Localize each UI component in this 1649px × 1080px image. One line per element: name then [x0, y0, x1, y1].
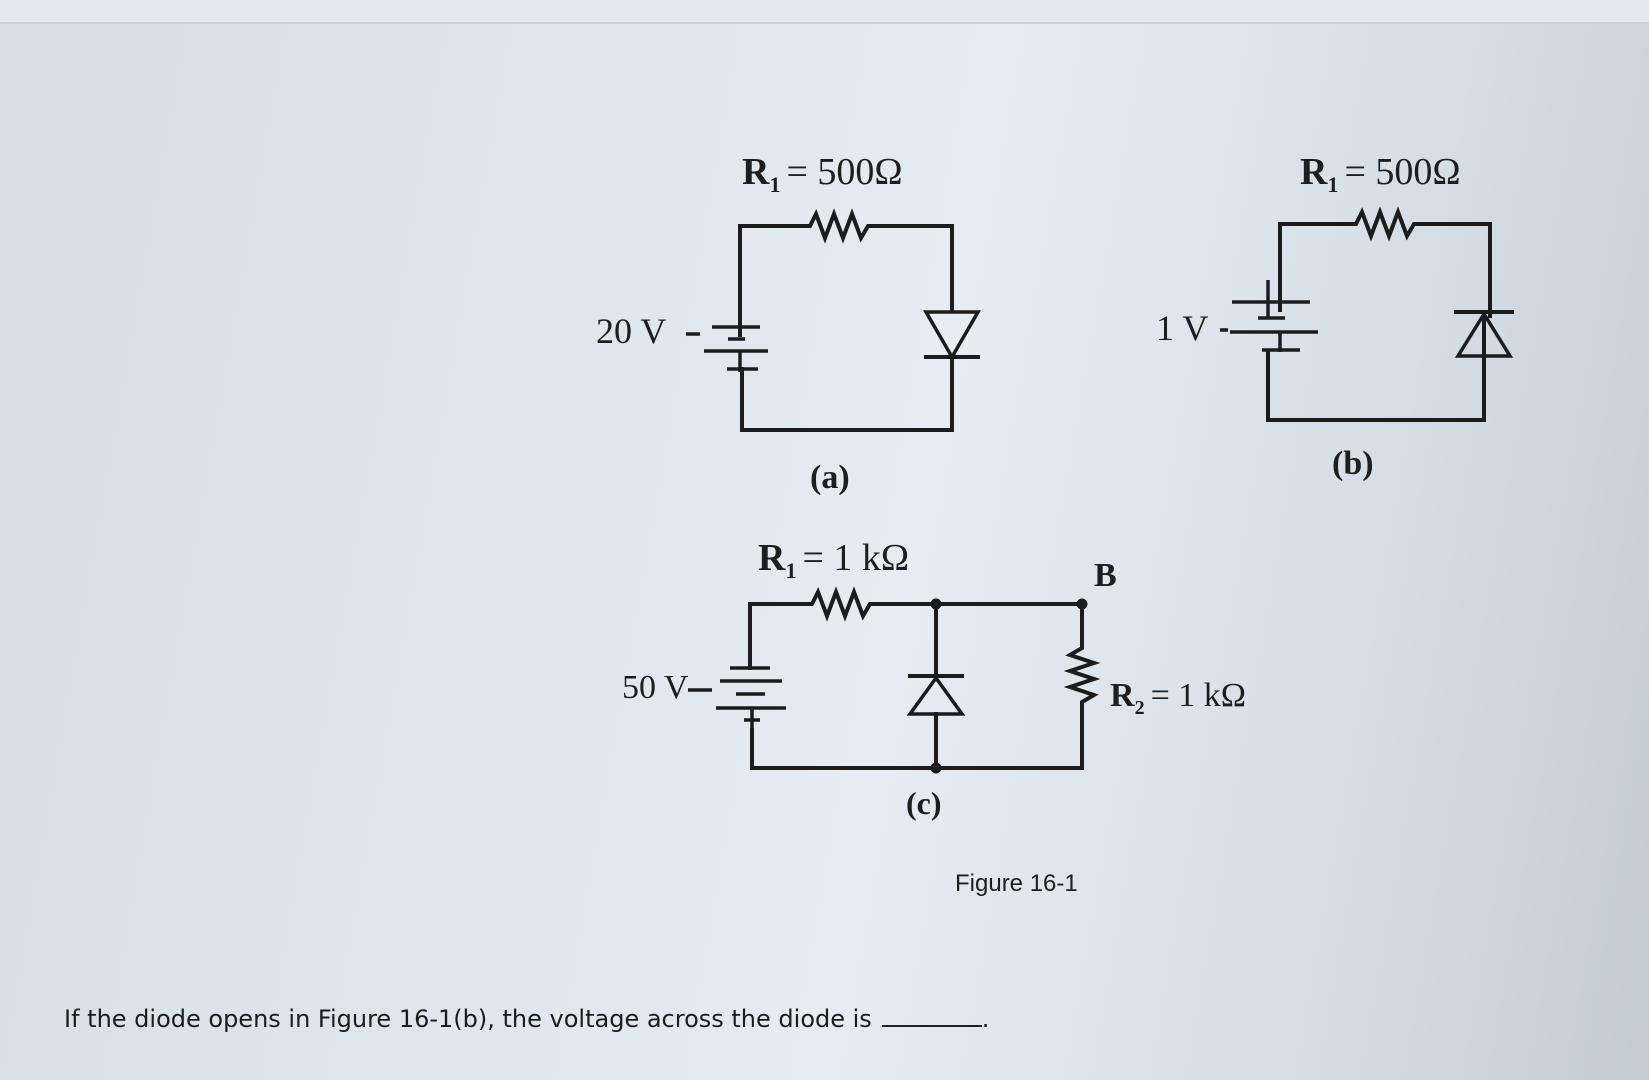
top-bar: [0, 0, 1649, 24]
circuit-c-node-b-label: B: [1094, 557, 1117, 594]
circuit-b-battery: [1230, 280, 1318, 352]
answer-blank: [881, 1015, 982, 1027]
circuit-b-bottom-wire: [1266, 314, 1486, 422]
circuit-c-battery: [716, 666, 786, 730]
circuit-a-r1-label: R1= 500Ω: [742, 151, 903, 197]
circuit-c-source-label: 50 V: [622, 669, 689, 706]
circuit-c: R1= 1 kΩ B 50 V R2= 1 kΩ (c): [622, 537, 1246, 821]
circuit-b-caption: (b): [1332, 445, 1374, 482]
question-prompt: If the diode opens in Figure 16-1(b), th…: [64, 1005, 872, 1033]
circuit-a-caption: (a): [810, 459, 850, 496]
circuit-a-battery: [704, 325, 768, 372]
circuit-c-caption: (c): [906, 785, 942, 821]
circuit-c-diode-symbol: [906, 602, 966, 770]
circuit-c-r1-label: R1= 1 kΩ: [758, 537, 909, 583]
circuit-a-bottom-wire: [740, 355, 954, 432]
circuit-c-r2-and-bottom-wire: [750, 602, 1101, 770]
circuit-a-source-label: 20 V: [596, 311, 666, 351]
question-suffix: .: [981, 1005, 990, 1033]
circuit-a-diode-symbol: [922, 310, 982, 361]
circuit-b-source-label: 1 V: [1156, 308, 1208, 348]
circuit-b-top-wire-with-resistor: [1278, 206, 1492, 318]
circuit-c-junction-bottom: [930, 762, 942, 774]
figure-title: Figure 16-1: [955, 870, 1078, 897]
circuit-c-top-wire-with-r1: [748, 586, 1084, 670]
question-text: If the diode opens in Figure 16-1(b), th…: [64, 1005, 989, 1033]
circuit-b-r1-label: R1= 500Ω: [1300, 151, 1461, 197]
circuit-b: R1= 500Ω 1 V (b): [1156, 151, 1514, 482]
circuit-a: R1= 500Ω 20 V (a): [596, 151, 982, 496]
circuit-a-top-wire-with-resistor: [738, 208, 954, 337]
circuit-c-r2-label: R2= 1 kΩ: [1110, 677, 1246, 719]
